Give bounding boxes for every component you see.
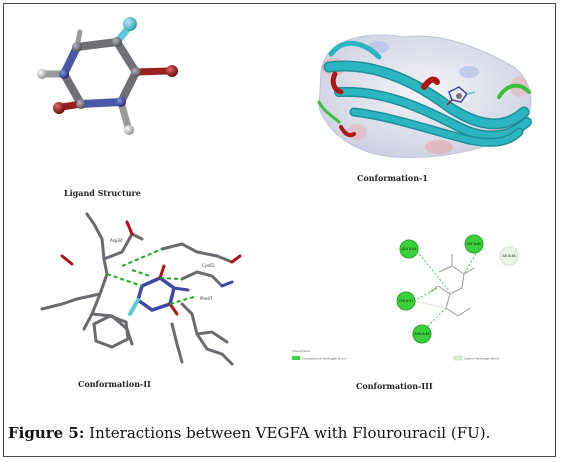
legend-label: Carbon Hydrogen Bond — [464, 357, 499, 361]
ligand-structure-panel: Ligand Structure — [24, 12, 194, 198]
conformation-1-panel: Conformation-1 — [309, 12, 539, 187]
legend-label: Conventional Hydrogen Bond — [302, 357, 346, 361]
residue-arg-a48: ARG A:48 — [412, 324, 432, 344]
ligand-structure-label: Ligand Structure — [64, 188, 141, 198]
conformation-3-label: Conformation-III — [356, 381, 433, 391]
residue-label: Phe47 — [200, 296, 213, 301]
ligand-structure-image — [37, 17, 178, 135]
residue-label: GLY A:65 — [467, 242, 481, 246]
figure-caption: Figure 5: Interactions between VEGFA wit… — [8, 424, 490, 442]
legend-title: Interactions — [292, 349, 310, 353]
residue-gly-a65: GLY A:65 — [464, 234, 484, 254]
residue-label: Cys61 — [202, 263, 215, 268]
interaction-legend: Interactions Conventional Hydrogen Bond … — [292, 349, 499, 361]
residue-label: ARG A:48 — [414, 332, 429, 336]
residue-label: GLU A:44 — [402, 247, 417, 251]
interaction-diagram-image: GLU A:44 GLY A:65 ILE A:46 CYS A:51 ARG … — [292, 234, 519, 361]
residue-glu-a44: GLU A:44 — [399, 239, 419, 259]
binding-pose-image: Asp34 Cys61 Phe47 — [40, 212, 242, 366]
figure-frame: Ligand Structure — [3, 3, 556, 457]
residue-ile-a46: ILE A:46 — [499, 246, 519, 266]
conformation-2-panel: Asp34 Cys61 Phe47 Conformation-II — [32, 204, 262, 394]
residue-cys-a51: CYS A:51 — [396, 291, 416, 311]
residue-label: Asp34 — [110, 238, 123, 243]
legend-swatch-conventional — [292, 356, 300, 360]
conformation-3-panel: GLU A:44 GLY A:65 ILE A:46 CYS A:51 ARG … — [274, 204, 544, 394]
residue-label: ILE A:46 — [503, 254, 516, 258]
residue-label: CYS A:51 — [399, 299, 413, 303]
figure-caption-label: Figure 5: — [8, 424, 85, 442]
conformation-1-label: Conformation-1 — [357, 173, 428, 183]
legend-swatch-carbon — [453, 355, 463, 361]
protein-ribbon-image — [317, 34, 532, 158]
conformation-2-label: Conformation-II — [78, 379, 151, 389]
figure-caption-text: Interactions between VEGFA with Flourour… — [84, 424, 491, 442]
